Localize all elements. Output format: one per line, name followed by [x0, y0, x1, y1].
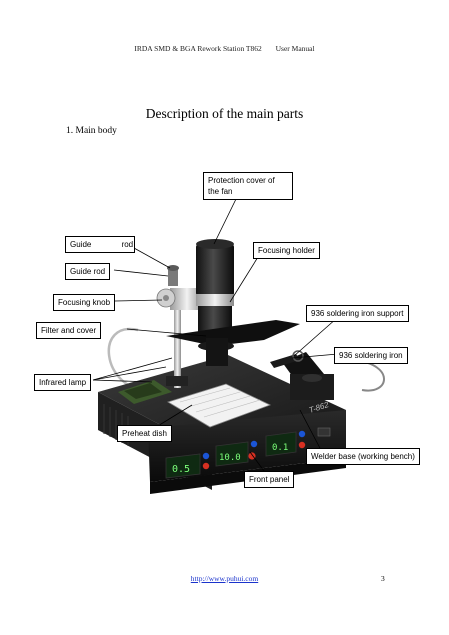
iron-cable [354, 359, 385, 392]
iron-sponge [302, 374, 322, 382]
header-manual: User Manual [275, 44, 315, 53]
callout-focusing-holder: Focusing holder [253, 242, 320, 259]
display-group-2: 10.0 [215, 440, 258, 467]
panel-button-red-3 [298, 441, 306, 449]
callout-guide-rod-1: Guide rod [65, 236, 135, 253]
display-group-1: 0.5 [165, 452, 210, 479]
section-heading: 1. Main body [66, 126, 117, 136]
callout-front-panel: Front panel [244, 471, 295, 488]
callout-filter-cover: Filter and cover [36, 322, 102, 339]
page-number: 3 [381, 574, 385, 583]
display-frame-3 [265, 431, 297, 457]
display-frame-1 [165, 453, 201, 479]
pcb-board-chips [124, 383, 162, 399]
focus-knob-center [163, 295, 169, 301]
lamp-head [206, 338, 228, 366]
support-pole [174, 298, 181, 388]
callout-welder-base: Welder base (working bench) [306, 448, 420, 465]
iron-holder-ring [292, 350, 304, 362]
guide-rod-cap [167, 265, 179, 271]
focus-arm [170, 288, 204, 310]
header-title: IRDA SMD & BGA Rework Station T862 [134, 44, 262, 53]
callout-focusing-knob: Focusing knob [53, 294, 116, 311]
page-header: IRDA SMD & BGA Rework Station T862 User … [0, 44, 449, 53]
filter-cover [166, 320, 300, 346]
pole-base [166, 376, 188, 386]
leader-lines [92, 196, 339, 476]
callout-protection-cover: Protection cover of the fan [203, 172, 293, 200]
callout-iron-support: 936 soldering iron support [306, 305, 409, 322]
panel-button-blue-2 [250, 440, 258, 448]
footer-link[interactable]: http://www.puhui.com [190, 574, 259, 583]
guide-rod-top [168, 268, 178, 286]
preheat-plate [167, 383, 272, 428]
callout-guide-rod-2: Guide rod [65, 263, 111, 280]
power-switch [317, 427, 331, 437]
panel-button-blue-1 [202, 452, 210, 460]
callout-preheat-dish: Preheat dish [117, 425, 172, 442]
display-value-3: 0.1 [272, 443, 288, 453]
display-value-2: 10.0 [219, 453, 241, 463]
display-group-3: 0.1 [265, 430, 306, 457]
preheat-grid [179, 387, 261, 418]
fan-cylinder [196, 244, 234, 296]
focus-ring [196, 294, 234, 306]
fan-top [196, 239, 234, 249]
callout-soldering-iron: 936 soldering iron [334, 347, 408, 364]
display-frame-2 [215, 441, 249, 467]
panel-button-blue-3 [298, 430, 306, 438]
panel-button-red-1 [202, 462, 210, 470]
page-title: Description of the main parts [145, 106, 304, 121]
display-value-1: 0.5 [172, 464, 190, 475]
callout-infrared-lamp: Infrared lamp [34, 374, 92, 391]
